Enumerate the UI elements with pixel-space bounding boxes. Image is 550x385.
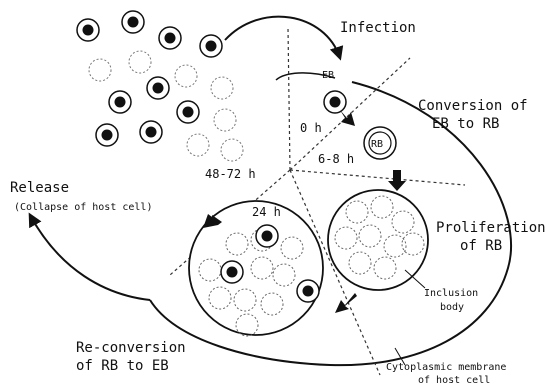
label-time-24h: 24 h (252, 205, 281, 219)
label-conversion-1: Conversion of (418, 98, 528, 114)
label-release: Release (10, 180, 69, 196)
eb-particle (177, 101, 199, 123)
label-proliferation-2: of RB (460, 238, 502, 254)
eb-particle (221, 261, 243, 283)
eb-particle (122, 11, 144, 33)
infection-arrow (225, 17, 340, 58)
sector-dividers (170, 28, 465, 375)
label-eb: EB (322, 70, 334, 81)
label-membrane-2: of host cell (418, 375, 490, 385)
label-inclusion-2: body (440, 302, 464, 313)
eb-particle (297, 280, 319, 302)
eb-particle (109, 91, 131, 113)
label-time-48-72h: 48-72 h (205, 167, 256, 181)
label-proliferation-1: Proliferation (436, 220, 546, 236)
label-time-6-8h: 6-8 h (318, 152, 354, 166)
release-arrow (30, 215, 150, 300)
label-membrane-1: Cytoplasmic membrane (386, 362, 506, 373)
eb-particle (77, 19, 99, 41)
label-infection: Infection (340, 20, 416, 36)
eb-particle (200, 35, 222, 57)
eb-particle (140, 121, 162, 143)
label-inclusion-1: Inclusion (424, 288, 478, 299)
eb-particle (147, 77, 169, 99)
proliferation-inclusion (328, 190, 428, 290)
label-reconversion-2: of RB to EB (76, 358, 169, 374)
label-release-note: (Collapse of host cell) (14, 202, 152, 213)
eb-particle (159, 27, 181, 49)
label-reconversion-1: Re-conversion (76, 340, 186, 356)
eb-particle (256, 225, 278, 247)
label-conversion-2: EB to RB (432, 116, 499, 132)
eb-particle (324, 91, 346, 113)
label-time-0h: 0 h (300, 121, 322, 135)
eb-particle (96, 124, 118, 146)
label-rb: RB (371, 139, 383, 150)
